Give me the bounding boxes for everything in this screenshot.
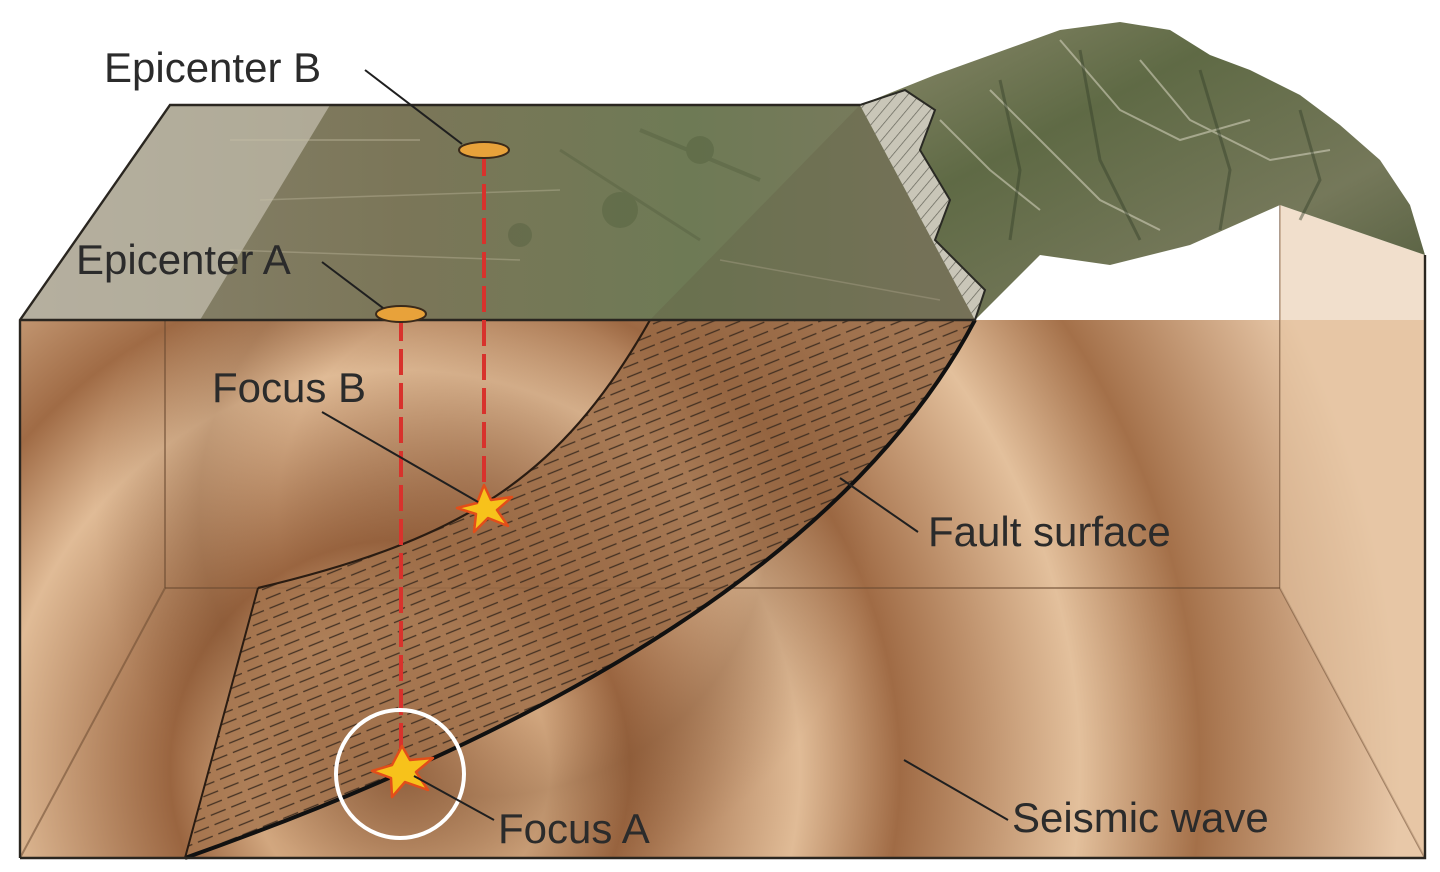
block-floor-left-edge (19, 587, 166, 859)
focus-a-star-icon (370, 744, 435, 799)
ground-surface-haze (20, 105, 330, 320)
focus-b-star-icon (455, 483, 514, 534)
fault-plane-hatching (185, 320, 975, 858)
fault-plane-left-edge (184, 587, 259, 859)
label-focus-a: Focus A (498, 805, 650, 852)
epicenter-a-marker (375, 305, 427, 323)
fault-plane-upper-edge (257, 319, 651, 590)
leader-epicenter-a (321, 261, 384, 309)
epicenter-b-marker (458, 141, 510, 159)
ground-surface-texture (229, 128, 941, 301)
label-epicenter-a: Epicenter A (76, 236, 291, 283)
leader-epicenter-b (364, 69, 463, 145)
leader-focus-a (413, 775, 495, 821)
fault-scarp-hatching (860, 90, 985, 320)
leader-lines (321, 69, 1009, 821)
mountain-ridges (939, 39, 1331, 231)
fault-scarp-edge (859, 88, 987, 321)
label-focus-b: Focus B (212, 364, 366, 411)
fault-line (184, 319, 977, 860)
label-seismic-wave: Seismic wave (1012, 794, 1269, 841)
mountain-block (860, 22, 1425, 320)
label-fault-surface: Fault surface (928, 508, 1171, 555)
leader-seismic-wave (903, 759, 1009, 821)
block-outline (18, 103, 1427, 860)
focus-a-highlight-ring (334, 708, 466, 840)
block-right-side-face (1280, 205, 1425, 858)
mountain-shadows (998, 49, 1322, 241)
label-epicenter-b: Epicenter B (104, 44, 321, 91)
fault-zone-shading (650, 105, 975, 320)
leader-focus-b (321, 411, 479, 503)
leader-fault-surface (839, 477, 919, 533)
